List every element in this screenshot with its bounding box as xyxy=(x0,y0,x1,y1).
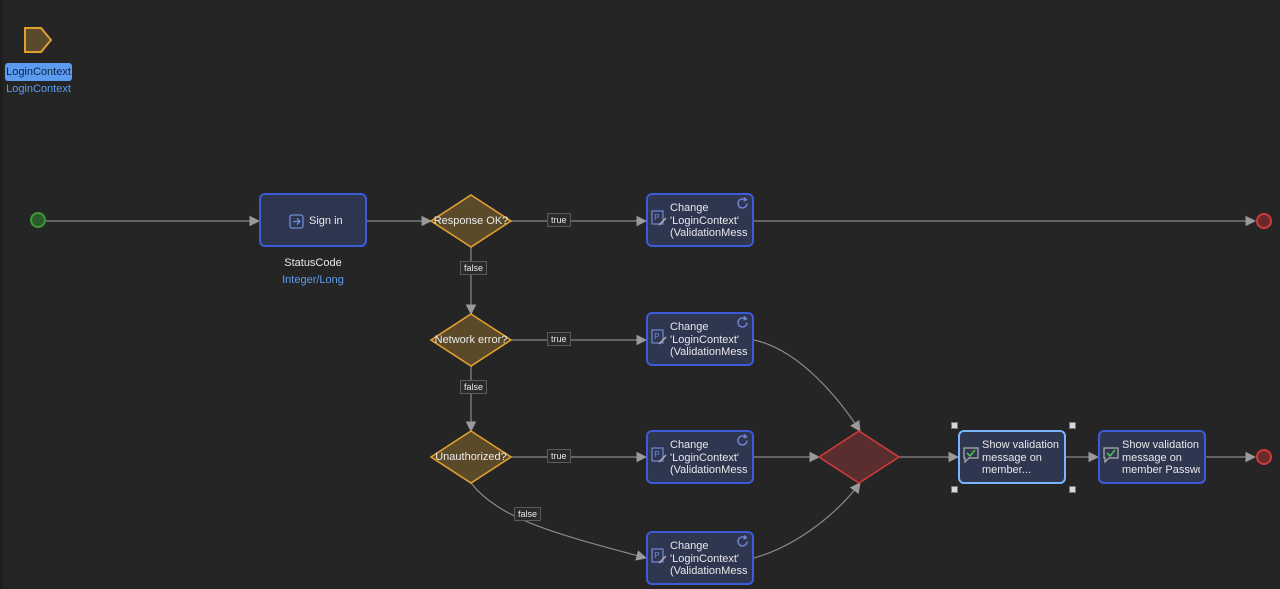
sign-in-label: Sign in xyxy=(309,215,343,227)
end-event-bottom[interactable] xyxy=(1256,449,1272,465)
decision-network-error-label: Network error? xyxy=(434,334,508,346)
refresh-icon xyxy=(737,316,748,328)
change-object-text: Change 'LoginContext' (ValidationMessa..… xyxy=(670,439,748,476)
selection-handle[interactable] xyxy=(1069,486,1076,493)
sign-in-activity[interactable]: Sign in xyxy=(259,193,367,247)
selection-handle[interactable] xyxy=(951,422,958,429)
decision-network-error-shape[interactable] xyxy=(429,313,513,367)
sign-in-output-type: Integer/Long xyxy=(282,274,344,286)
refresh-icon xyxy=(737,535,748,547)
change-object-text: Change 'LoginContext' (ValidationMessa..… xyxy=(670,321,748,358)
change-object-activity[interactable]: P Change 'LoginContext' (ValidationMessa… xyxy=(646,531,754,585)
flow-label-false: false xyxy=(514,507,542,521)
sign-in-icon xyxy=(289,214,304,229)
parameter-name[interactable]: LoginContext xyxy=(5,63,72,81)
show-validation-text: Show validation message on member Passwo… xyxy=(1122,439,1200,476)
start-event[interactable] xyxy=(30,212,46,228)
flow-label-false: false xyxy=(460,380,488,394)
parameter-type: LoginContext xyxy=(6,83,71,95)
selection-handle[interactable] xyxy=(1069,422,1076,429)
canvas-left-border xyxy=(0,0,3,589)
flow-change2-merge[interactable] xyxy=(753,339,861,432)
parameter-icon[interactable] xyxy=(22,26,54,54)
svg-text:P: P xyxy=(654,213,659,222)
change-object-activity[interactable]: P Change 'LoginContext' (ValidationMessa… xyxy=(646,430,754,484)
flow-unauthorized-false[interactable] xyxy=(470,482,648,561)
selection-handle[interactable] xyxy=(951,486,958,493)
change-object-icon: P xyxy=(651,447,667,463)
show-validation-text: Show validation message on member... xyxy=(982,439,1060,476)
decision-response-ok-shape[interactable] xyxy=(429,194,513,248)
flow-label-true: true xyxy=(547,332,571,346)
svg-text:P: P xyxy=(654,332,659,341)
merge-node[interactable] xyxy=(817,430,901,484)
change-object-icon: P xyxy=(651,210,667,226)
refresh-icon xyxy=(737,197,748,209)
end-event-top[interactable] xyxy=(1256,213,1272,229)
flow-label-true: true xyxy=(547,449,571,463)
change-object-icon: P xyxy=(651,548,667,564)
decision-unauthorized-label: Unauthorized? xyxy=(435,451,507,463)
show-validation-activity[interactable]: Show validation message on member... xyxy=(958,430,1066,484)
decision-unauthorized-shape[interactable] xyxy=(429,430,513,484)
show-validation-activity[interactable]: Show validation message on member Passwo… xyxy=(1098,430,1206,484)
change-object-text: Change 'LoginContext' (ValidationMessa..… xyxy=(670,202,748,239)
change-object-activity[interactable]: P Change 'LoginContext' (ValidationMessa… xyxy=(646,193,754,247)
validation-message-icon xyxy=(963,447,979,464)
sign-in-output-name: StatusCode xyxy=(284,257,342,269)
flow-change4-merge[interactable] xyxy=(753,482,861,559)
svg-text:P: P xyxy=(654,551,659,560)
change-object-icon: P xyxy=(651,329,667,345)
change-object-activity[interactable]: P Change 'LoginContext' (ValidationMessa… xyxy=(646,312,754,366)
refresh-icon xyxy=(737,434,748,446)
change-object-text: Change 'LoginContext' (ValidationMessa..… xyxy=(670,540,748,577)
validation-message-icon xyxy=(1103,447,1119,464)
flow-label-false: false xyxy=(460,261,488,275)
flow-label-true: true xyxy=(547,213,571,227)
svg-text:P: P xyxy=(654,450,659,459)
decision-response-ok-label: Response OK? xyxy=(433,215,509,227)
